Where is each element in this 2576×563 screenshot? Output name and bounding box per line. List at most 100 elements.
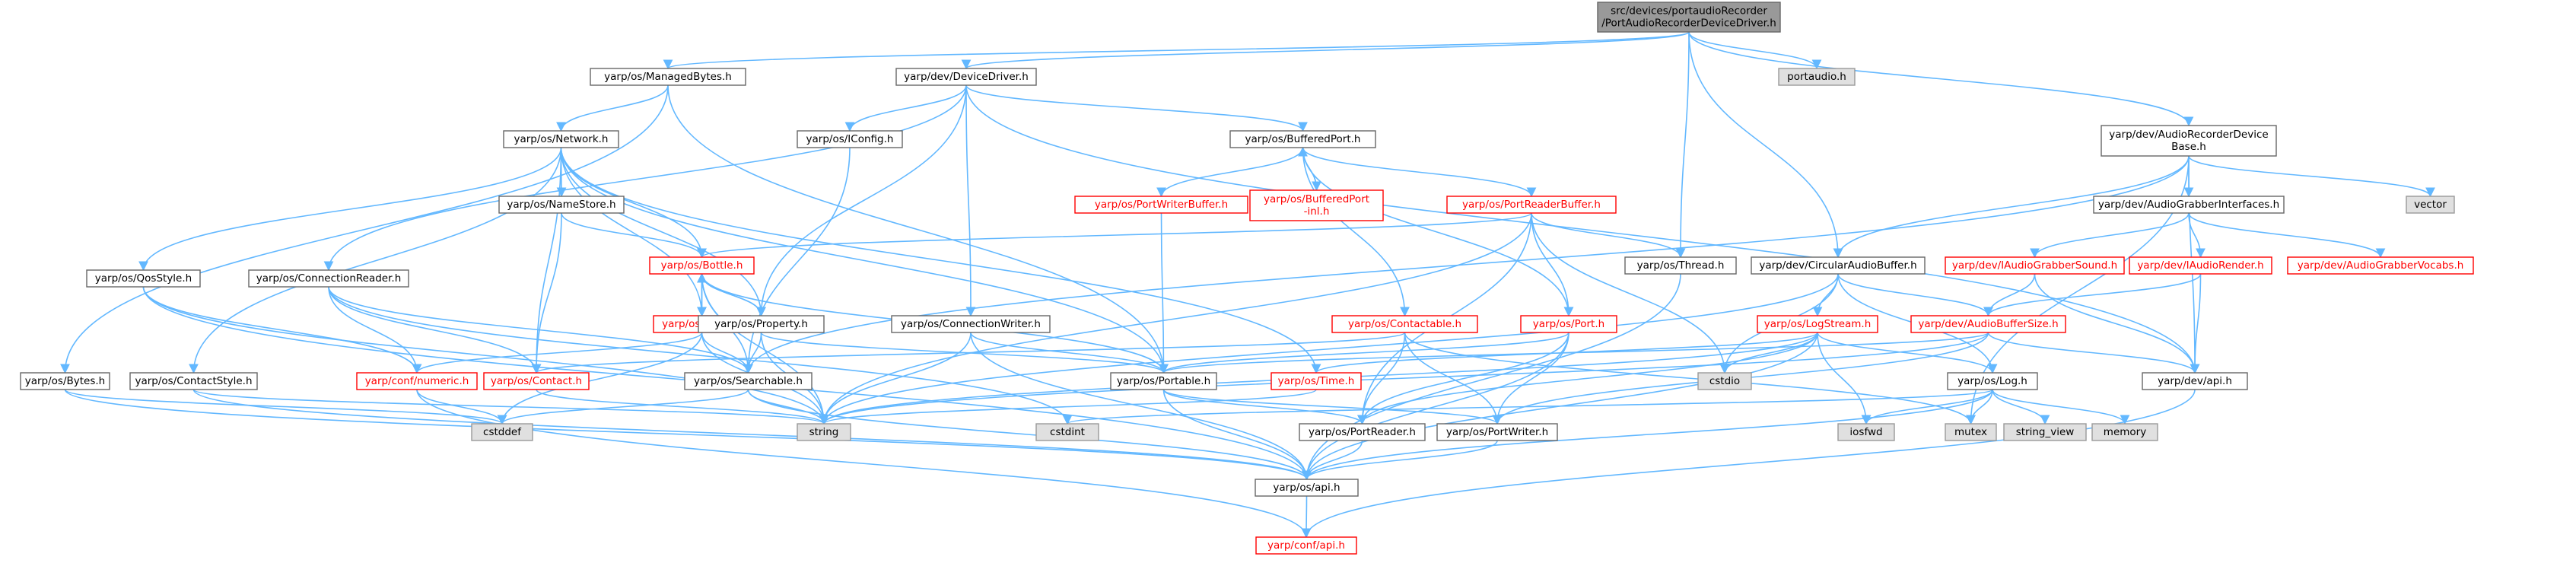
node-label: src/devices/portaudioRecorder — [1611, 5, 1767, 17]
edge-root-to-managedbytes — [663, 31, 1690, 70]
node-mutex: mutex — [1945, 423, 1997, 441]
node-label: yarp/os/ConnectionWriter.h — [901, 318, 1041, 330]
node-audiobuffersize[interactable]: yarp/dev/AudioBufferSize.h — [1910, 315, 2066, 333]
node-devicedriver[interactable]: yarp/dev/DeviceDriver.h — [895, 68, 1037, 86]
node-circularaudiobuffer[interactable]: yarp/dev/CircularAudioBuffer.h — [1751, 256, 1926, 275]
node-port[interactable]: yarp/os/Port.h — [1520, 315, 1617, 333]
edge-portreaderbuffer-to-string — [819, 212, 1532, 425]
node-box — [1255, 536, 1357, 555]
node-box — [1074, 196, 1248, 214]
node-log[interactable]: yarp/os/Log.h — [1947, 372, 2038, 390]
node-confnumeric[interactable]: yarp/conf/numeric.h — [356, 372, 478, 390]
node-box — [2406, 196, 2455, 214]
node-iconfig[interactable]: yarp/os/IConfig.h — [797, 130, 903, 148]
node-confapi[interactable]: yarp/conf/api.h — [1255, 536, 1357, 555]
node-label: Base.h — [2171, 141, 2206, 153]
node-iaudiorender[interactable]: yarp/dev/IAudioRender.h — [2129, 256, 2272, 275]
node-contactable[interactable]: yarp/os/Contactable.h — [1331, 315, 1478, 333]
edge-devicedriver-to-iconfig — [844, 84, 967, 132]
edge-root-to-circularaudiobuffer — [1688, 31, 1843, 259]
node-label: yarp/dev/AudioBufferSize.h — [1918, 318, 2058, 330]
node-string: string — [797, 423, 851, 441]
node-time[interactable]: yarp/os/Time.h — [1271, 372, 1362, 390]
edge-namestore-to-contact — [531, 212, 562, 374]
edge-port-to-portable — [1159, 332, 1569, 374]
edge-portwriterbuffer-to-portable — [1159, 212, 1169, 374]
node-namestore[interactable]: yarp/os/NameStore.h — [498, 196, 625, 214]
node-label: vector — [2414, 199, 2447, 211]
edge-confnumeric-to-confapi — [416, 389, 1312, 539]
node-devapi[interactable]: yarp/dev/api.h — [2142, 372, 2248, 390]
edge-portreaderbuffer-to-bottle — [697, 212, 1532, 259]
node-root[interactable]: src/devices/portaudioRecorder/PortAudioR… — [1597, 2, 1781, 33]
node-audiograbberif[interactable]: yarp/dev/AudioGrabberInterfaces.h — [2093, 196, 2285, 214]
node-thread[interactable]: yarp/os/Thread.h — [1624, 256, 1737, 275]
node-portwriter[interactable]: yarp/os/PortWriter.h — [1436, 423, 1558, 441]
node-box — [1778, 68, 1856, 86]
edge-circularaudiobuffer-to-string — [819, 273, 1839, 425]
edge-connectionreader-to-contact — [328, 286, 542, 374]
node-portreader[interactable]: yarp/os/PortReader.h — [1299, 423, 1426, 441]
node-searchable[interactable]: yarp/os/Searchable.h — [684, 372, 813, 390]
node-qosstyle[interactable]: yarp/os/QosStyle.h — [86, 269, 201, 288]
edge-bufferedportinl-to-bufferedport — [1298, 146, 1318, 191]
node-label: yarp/os/Network.h — [514, 133, 609, 145]
node-box — [1837, 423, 1895, 441]
edge-port-to-portwriter — [1492, 332, 1569, 425]
node-box — [797, 130, 903, 148]
edge-property-to-bottle — [697, 272, 762, 316]
node-label: yarp/os/Portable.h — [1117, 375, 1210, 387]
node-bufferedportinl[interactable]: yarp/os/BufferedPort-inl.h — [1249, 189, 1384, 221]
node-audiograbbervocabs[interactable]: yarp/dev/AudioGrabberVocabs.h — [2287, 256, 2474, 275]
node-label: yarp/os/QosStyle.h — [95, 272, 192, 285]
node-portreaderbuffer[interactable]: yarp/os/PortReaderBuffer.h — [1446, 196, 1617, 214]
edge-port-to-osapi — [1302, 332, 1569, 481]
edge-log-to-cstdint — [1063, 389, 1993, 425]
node-bytes[interactable]: yarp/os/Bytes.h — [20, 372, 110, 390]
edge-bufferedport-to-portwriterbuffer — [1156, 147, 1304, 198]
edge-osapi-to-confapi — [1301, 495, 1312, 539]
node-box — [1249, 189, 1384, 221]
node-label: yarp/dev/DeviceDriver.h — [904, 71, 1029, 83]
node-connectionreader[interactable]: yarp/os/ConnectionReader.h — [248, 269, 409, 288]
node-managedbytes[interactable]: yarp/os/ManagedBytes.h — [590, 68, 746, 86]
node-bufferedport[interactable]: yarp/os/BufferedPort.h — [1229, 130, 1376, 148]
node-box — [895, 68, 1037, 86]
edge-network-to-property — [560, 147, 766, 317]
node-portable[interactable]: yarp/os/Portable.h — [1110, 372, 1217, 390]
edge-root-to-thread — [1675, 31, 1690, 259]
edge-managedbytes-to-network — [556, 84, 669, 132]
node-label: cstdint — [1050, 426, 1085, 438]
node-property[interactable]: yarp/os/Property.h — [698, 315, 825, 333]
edge-portreader-to-osapi — [1302, 440, 1363, 481]
node-iaudiograbbersound[interactable]: yarp/dev/IAudioGrabberSound.h — [1945, 256, 2125, 275]
node-osapi[interactable]: yarp/os/api.h — [1255, 479, 1359, 497]
edge-root-to-devicedriver — [962, 31, 1690, 70]
edge-value-to-confnumeric — [412, 332, 703, 374]
node-box — [684, 372, 813, 390]
node-label: yarp/os/Property.h — [714, 318, 808, 330]
node-cstdio: cstdio — [1697, 372, 1752, 390]
node-label: yarp/dev/IAudioRender.h — [2137, 259, 2263, 272]
edge-connectionwriter-to-osapi — [970, 332, 1312, 481]
edge-iconfig-to-searchable — [743, 147, 851, 374]
node-cstddef: cstddef — [471, 423, 533, 441]
edge-circularaudiobuffer-to-audiobuffersize — [1837, 273, 1993, 317]
node-box — [698, 315, 825, 333]
node-portwriterbuffer[interactable]: yarp/os/PortWriterBuffer.h — [1074, 196, 1248, 214]
node-network[interactable]: yarp/os/Network.h — [503, 130, 619, 148]
edge-log-to-iosfwd — [1861, 389, 1993, 425]
node-label: yarp/dev/IAudioGrabberSound.h — [1952, 259, 2117, 272]
edge-portable-to-osapi — [1162, 389, 1312, 481]
node-label: yarp/os/Port.h — [1533, 318, 1604, 330]
node-connectionwriter[interactable]: yarp/os/ConnectionWriter.h — [891, 315, 1051, 333]
node-bottle[interactable]: yarp/os/Bottle.h — [649, 256, 755, 275]
node-vector: vector — [2406, 196, 2455, 214]
edge-network-to-time — [560, 147, 1321, 374]
node-label: yarp/os/ConnectionReader.h — [256, 272, 402, 285]
node-contact[interactable]: yarp/os/Contact.h — [483, 372, 590, 390]
node-contactstyle[interactable]: yarp/os/ContactStyle.h — [129, 372, 258, 390]
node-logstream[interactable]: yarp/os/LogStream.h — [1757, 315, 1878, 333]
